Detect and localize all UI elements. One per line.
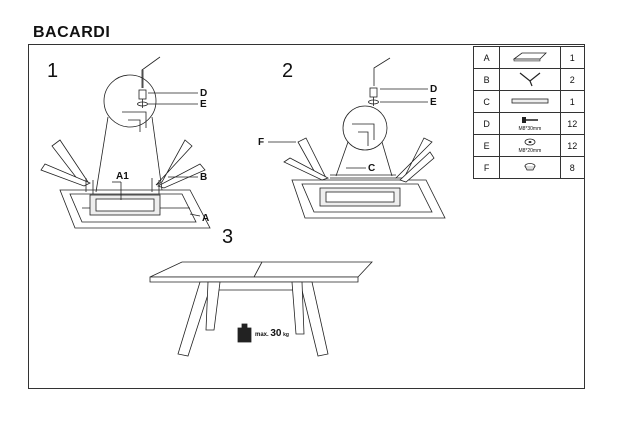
foot-glide-icon — [499, 156, 561, 179]
callout-step1-e: E — [200, 99, 207, 110]
part-key: B — [472, 68, 501, 91]
step-2-drawing — [268, 57, 446, 219]
table-row: F 8 — [472, 156, 586, 179]
part-qty: 12 — [559, 112, 586, 135]
parts-list-table: A 1 B 2 C 1 D M8*30mm 12 E M8*20mm 12 — [472, 46, 586, 179]
part-key: E — [472, 134, 501, 157]
instruction-frame — [28, 44, 585, 389]
table-row: E M8*20mm 12 — [472, 134, 586, 157]
max-load-unit: kg — [283, 332, 289, 338]
part-key: F — [472, 156, 501, 179]
table-row: C 1 — [472, 90, 586, 113]
callout-step2-d: D — [430, 84, 437, 95]
part-qty: 1 — [559, 46, 586, 69]
table-row: D M8*30mm 12 — [472, 112, 586, 135]
step-1-drawing — [40, 56, 211, 229]
table-row: B 2 — [472, 68, 586, 91]
callout-step2-c: C — [368, 163, 375, 174]
product-title: BACARDI — [33, 24, 111, 41]
part-spec: M8*20mm — [518, 147, 542, 154]
step-3-number: 3 — [222, 226, 234, 248]
washer-icon: M8*20mm — [499, 134, 561, 157]
callout-step1-a: A — [202, 213, 209, 224]
table-row: A 1 — [472, 46, 586, 69]
part-key: D — [472, 112, 501, 135]
max-load-prefix: max. — [255, 332, 269, 338]
part-qty: 8 — [559, 156, 586, 179]
step-2-number: 2 — [282, 60, 294, 82]
max-load-label: max. 30 kg — [255, 328, 289, 339]
bolt-icon: M8*30mm — [499, 112, 561, 135]
callout-step1-d: D — [200, 88, 207, 99]
part-qty: 1 — [559, 90, 586, 113]
part-key: C — [472, 90, 501, 113]
callout-step2-f: F — [258, 137, 264, 148]
leg-icon — [499, 68, 561, 91]
part-key: A — [472, 46, 501, 69]
callout-step1-a1: A1 — [116, 171, 129, 182]
part-qty: 12 — [559, 134, 586, 157]
part-qty: 2 — [559, 68, 586, 91]
callout-step1-b: B — [200, 172, 207, 183]
max-load-value: 30 — [270, 328, 282, 339]
callout-step2-e: E — [430, 97, 437, 108]
step-3-drawing — [149, 261, 373, 357]
tabletop-icon — [499, 46, 561, 69]
crossbar-icon — [499, 90, 561, 113]
step-1-number: 1 — [47, 60, 59, 82]
part-spec: M8*30mm — [518, 125, 542, 132]
